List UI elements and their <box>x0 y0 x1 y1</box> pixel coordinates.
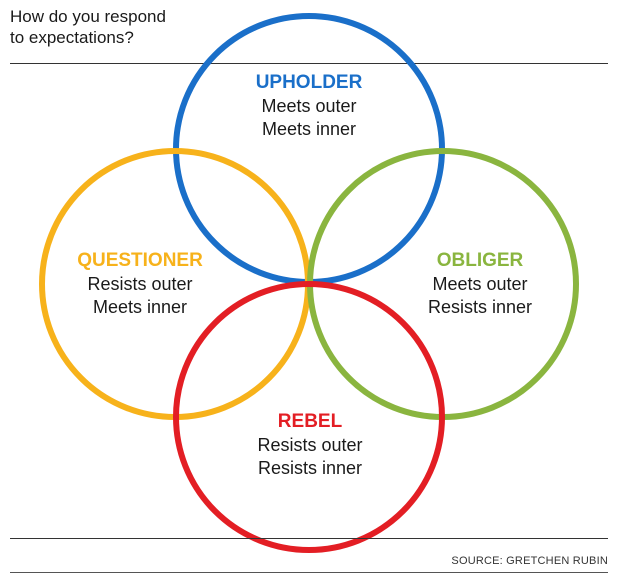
questioner-inner: Meets inner <box>92 297 188 317</box>
upholder-inner: Meets inner <box>261 119 357 139</box>
upholder-circle <box>173 13 445 285</box>
upholder-label: UPHOLDER Meets outer Meets inner <box>219 71 399 141</box>
questioner-outer: Resists outer <box>87 274 193 294</box>
rebel-name: REBEL <box>277 411 343 432</box>
rebel-outer: Resists outer <box>257 435 363 455</box>
rebel-circle <box>173 281 445 553</box>
rebel-inner: Resists inner <box>257 458 363 478</box>
questioner-name: QUESTIONER <box>77 250 203 271</box>
footer-divider <box>10 572 608 573</box>
obliger-outer: Meets outer <box>432 274 528 294</box>
obliger-inner: Resists inner <box>427 297 533 317</box>
rebel-label: REBEL Resists outer Resists inner <box>220 410 400 480</box>
diagram-title: How do you respond to expectations? <box>10 7 166 47</box>
questioner-label: QUESTIONER Resists outer Meets inner <box>50 249 230 319</box>
top-divider <box>10 63 608 64</box>
upholder-name: UPHOLDER <box>255 72 363 93</box>
source-credit: SOURCE: GRETCHEN RUBIN <box>451 555 608 567</box>
obliger-name: OBLIGER <box>436 250 524 271</box>
upholder-outer: Meets outer <box>261 96 357 116</box>
bottom-divider <box>10 538 608 539</box>
obliger-label: OBLIGER Meets outer Resists inner <box>390 249 570 319</box>
